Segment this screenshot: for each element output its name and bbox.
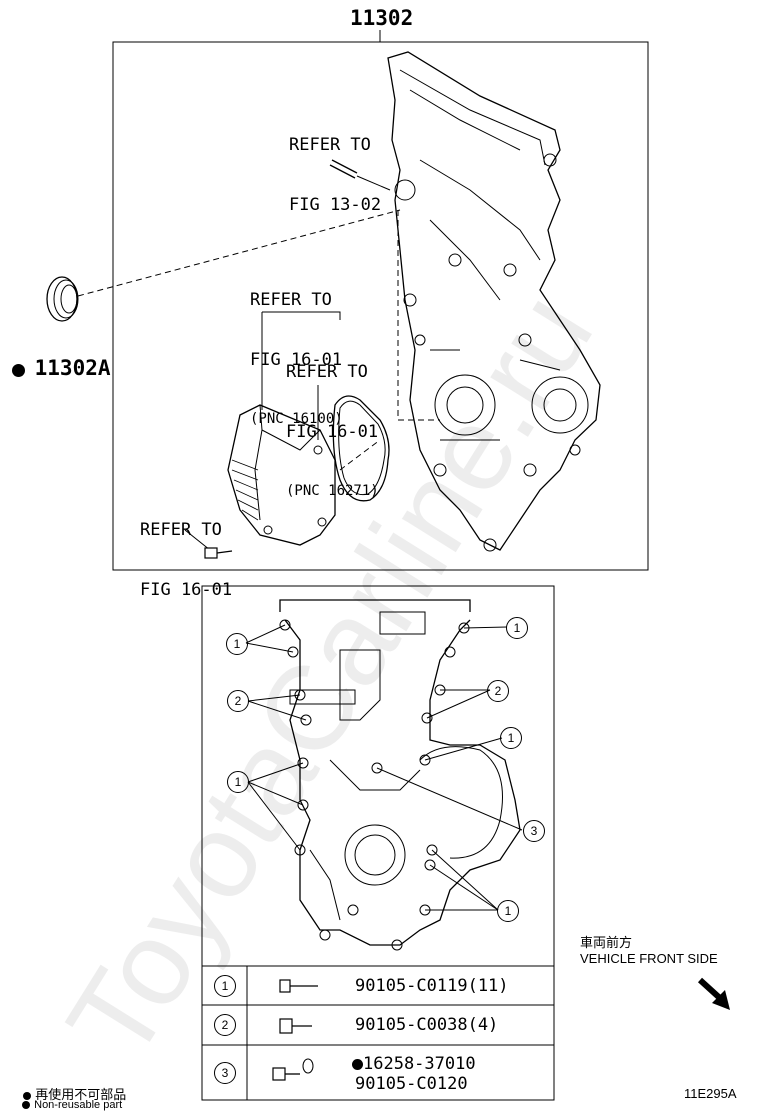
- callout-pnc: (PNC 16100): [250, 411, 343, 427]
- table-part-number-2: 90105-C0038(4): [355, 1015, 499, 1035]
- callout-pnc: (PNC 16271): [286, 483, 379, 499]
- callout-line: FIG 16-01: [250, 350, 343, 370]
- table-key-2: 2: [214, 1014, 236, 1036]
- bolt-marker-1: 1: [497, 900, 519, 922]
- callout-line: FIG 16-01: [286, 422, 379, 442]
- legend-japanese: 再使用不可部品: [16, 1069, 126, 1103]
- part-number: 16258-37010: [363, 1054, 476, 1074]
- table-part-number-3a: 16258-37010: [352, 1054, 476, 1074]
- bolt-marker-1: 1: [506, 617, 528, 639]
- table-part-number-3b: 90105-C0120: [355, 1074, 468, 1094]
- legend-english: Non-reusable part: [16, 1087, 122, 1111]
- oil-seal-part-number: 11302A: [34, 356, 111, 380]
- main-part-number: 11302: [350, 6, 414, 30]
- bolt-marker-2: 2: [227, 690, 249, 712]
- bolt-icons-table: [272, 979, 318, 1081]
- marker-leaders: [245, 624, 523, 911]
- timing-chain-cover-drawing: [387, 51, 601, 552]
- bolt-marker-1: 1: [226, 633, 248, 655]
- callout-line: REFER TO: [286, 362, 368, 382]
- legend-text: 再使用不可部品: [35, 1087, 127, 1102]
- pump-bolt-drawing: [184, 529, 233, 559]
- vehicle-front-english: VEHICLE FRONT SIDE: [580, 951, 718, 966]
- callout-refer-16-01-pnc16100: REFER TO FIG 16-01 (PNC 16100): [250, 250, 343, 448]
- gasket-drawing: [332, 395, 390, 502]
- table-key-3: 3: [214, 1062, 236, 1084]
- legend-text: Non-reusable part: [34, 1099, 123, 1111]
- stud-bolt-drawing: [329, 159, 391, 191]
- water-pump-drawing: [227, 404, 336, 546]
- bolt-marker-1: 1: [227, 771, 249, 793]
- table-key-1: 1: [214, 975, 236, 997]
- table-part-number-1: 90105-C0119(11): [355, 976, 509, 996]
- callout-refer-16-01-pnc16271: REFER TO FIG 16-01 (PNC 16271): [286, 322, 379, 520]
- non-reusable-mark-icon: [12, 364, 25, 377]
- callout-line: REFER TO: [140, 520, 222, 540]
- callout-line: FIG 13-02: [289, 195, 382, 215]
- callout-line: FIG 16-01: [140, 580, 233, 600]
- non-reusable-mark-icon: [22, 1101, 31, 1110]
- bolt-locations: [279, 619, 470, 951]
- non-reusable-mark-icon: [352, 1059, 363, 1070]
- callout-line: REFER TO: [250, 290, 332, 310]
- bolt-marker-1: 1: [500, 727, 522, 749]
- cover-front-view-drawing: [279, 599, 521, 946]
- oil-seal-label: 11302A: [12, 356, 111, 380]
- vehicle-front-arrow-icon: [697, 977, 730, 1010]
- non-reusable-mark-icon: [23, 1091, 32, 1100]
- vehicle-front-japanese: 車両前方: [580, 935, 633, 950]
- callout-refer-16-01-bolt: REFER TO FIG 16-01: [140, 480, 232, 620]
- callout-refer-13-02: REFER TO FIG 13-02: [289, 95, 381, 235]
- oil-seal-drawing: [46, 209, 401, 322]
- bolt-marker-3: 3: [523, 820, 545, 842]
- bolt-marker-2: 2: [487, 680, 509, 702]
- figure-code: 11E295A: [684, 1086, 737, 1101]
- callout-line: REFER TO: [289, 135, 371, 155]
